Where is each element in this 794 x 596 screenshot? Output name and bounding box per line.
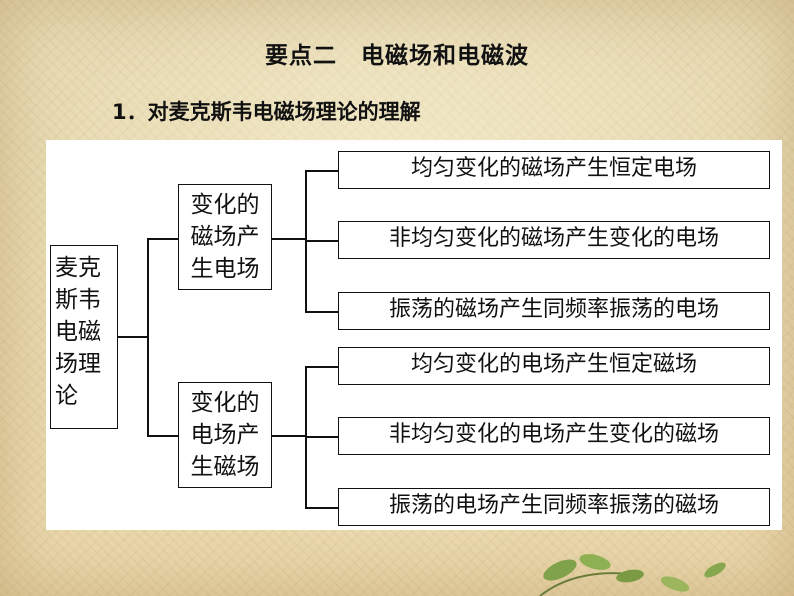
slide-title: 要点二 电磁场和电磁波 xyxy=(265,43,529,69)
leaf-node: 均匀变化的磁场产生恒定电场 xyxy=(338,151,770,189)
connector-branch-2-item-3 xyxy=(305,507,338,509)
connector-branch-1-out xyxy=(272,238,306,240)
connector-root-vertical xyxy=(147,238,149,436)
leaf-node: 非均匀变化的电场产生变化的磁场 xyxy=(338,417,770,455)
branch-node-electric: 变化的电场产生磁场 xyxy=(178,382,272,488)
connector-branch-2-item-1 xyxy=(305,366,338,368)
connector-to-branch-2 xyxy=(147,435,178,437)
diagram-panel xyxy=(46,140,782,530)
leaf-node: 振荡的电场产生同频率振荡的磁场 xyxy=(338,488,770,526)
connector-branch-2-out xyxy=(272,435,306,437)
connector-branch-1-item-2 xyxy=(305,240,338,242)
plant-decoration-icon xyxy=(539,554,726,596)
root-node: 麦克斯韦电磁场理论 xyxy=(50,245,118,429)
section-heading: 1．对麦克斯韦电磁场理论的理解 xyxy=(112,100,421,124)
branch-node-magnetic: 变化的磁场产生电场 xyxy=(178,184,272,290)
connector-root-out xyxy=(118,336,148,338)
connector-branch-1-item-3 xyxy=(305,311,338,313)
connector-to-branch-1 xyxy=(147,238,178,240)
leaf-node: 非均匀变化的磁场产生变化的电场 xyxy=(338,221,770,259)
leaf-node: 均匀变化的电场产生恒定磁场 xyxy=(338,347,770,385)
connector-branch-1-item-1 xyxy=(305,170,338,172)
leaf-node: 振荡的磁场产生同频率振荡的电场 xyxy=(338,292,770,330)
connector-branch-2-item-2 xyxy=(305,436,338,438)
